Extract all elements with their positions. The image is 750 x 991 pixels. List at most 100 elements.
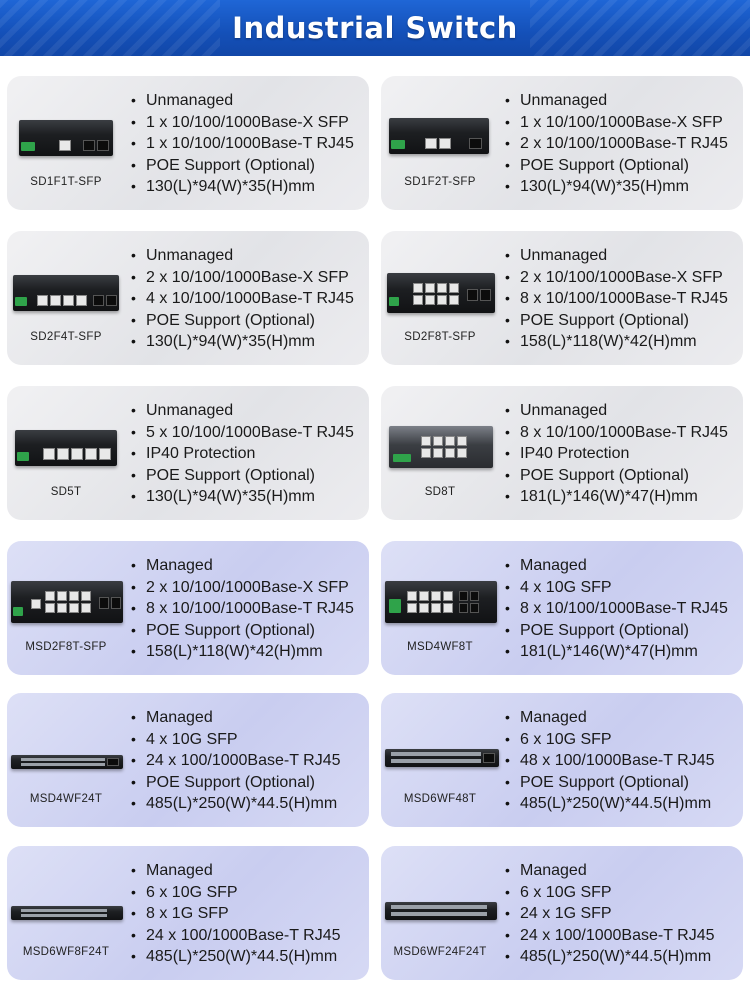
spec-item: •181(L)*146(W)*47(H)mm [505, 643, 698, 661]
product-model: SD8T [424, 486, 456, 498]
product-model: MSD2F8T-SFP [25, 641, 107, 653]
spec-item: •130(L)*94(W)*35(H)mm [131, 488, 315, 506]
spec-item: •Unmanaged [131, 92, 234, 109]
spec-item: •8 x 10/100/1000Base-T RJ45 [505, 423, 728, 441]
product-card[interactable]: SD5T •Unmanaged •5 x 10/100/1000Base-T R… [7, 386, 369, 520]
product-image [381, 386, 499, 520]
product-image [7, 76, 125, 210]
product-card[interactable]: MSD4WF8T •Managed •4 x 10G SFP •8 x 10/1… [381, 541, 743, 675]
product-image [7, 541, 125, 675]
spec-item: •6 x 10G SFP [131, 883, 238, 901]
product-model: SD2F4T-SFP [30, 331, 102, 343]
spec-item: •Unmanaged [131, 402, 234, 419]
product-model: MSD6WF8F24T [22, 946, 110, 958]
product-card[interactable]: SD1F1T-SFP •Unmanaged •1 x 10/100/1000Ba… [7, 76, 369, 210]
product-card[interactable]: MSD6WF48T •Managed •6 x 10G SFP •48 x 10… [381, 693, 743, 827]
spec-item: •POE Support (Optional) [505, 156, 689, 174]
spec-item: •POE Support (Optional) [131, 311, 315, 329]
product-card[interactable]: MSD2F8T-SFP •Managed •2 x 10/100/1000Bas… [7, 541, 369, 675]
spec-item: •8 x 1G SFP [131, 905, 229, 923]
spec-item: •POE Support (Optional) [131, 773, 315, 791]
spec-item: •Managed [131, 862, 213, 879]
spec-item: •4 x 10G SFP [505, 578, 612, 596]
spec-item: •POE Support (Optional) [505, 311, 689, 329]
spec-list: •Unmanaged •5 x 10/100/1000Base-T RJ45 •… [131, 400, 354, 508]
product-card[interactable]: MSD6WF24F24T •Managed •6 x 10G SFP •24 x… [381, 846, 743, 980]
product-image [7, 693, 125, 827]
product-image [7, 231, 125, 365]
product-image [381, 541, 499, 675]
product-card[interactable]: SD1F2T-SFP •Unmanaged •1 x 10/100/1000Ba… [381, 76, 743, 210]
spec-item: •24 x 100/1000Base-T RJ45 [131, 752, 341, 770]
spec-item: •8 x 10/100/1000Base-T RJ45 [131, 600, 354, 618]
product-model: SD1F2T-SFP [404, 176, 476, 188]
spec-list: •Unmanaged •2 x 10/100/1000Base-X SFP •4… [131, 245, 354, 353]
spec-list: •Managed •2 x 10/100/1000Base-X SFP •8 x… [131, 555, 354, 663]
product-model: MSD4WF24T [29, 793, 103, 805]
spec-list: •Unmanaged •1 x 10/100/1000Base-X SFP •1… [131, 90, 354, 198]
spec-list: •Managed •6 x 10G SFP •48 x 100/1000Base… [505, 707, 715, 815]
spec-list: •Unmanaged •2 x 10/100/1000Base-X SFP •8… [505, 245, 728, 353]
spec-item: •1 x 10/100/1000Base-X SFP [505, 113, 723, 131]
spec-list: •Managed •4 x 10G SFP •8 x 10/100/1000Ba… [505, 555, 728, 663]
spec-item: •485(L)*250(W)*44.5(H)mm [131, 948, 338, 966]
spec-item: •1 x 10/100/1000Base-T RJ45 [131, 135, 354, 153]
spec-item: •POE Support (Optional) [131, 156, 315, 174]
spec-item: •2 x 10/100/1000Base-X SFP [131, 578, 349, 596]
spec-item: •Unmanaged [505, 247, 608, 264]
product-image [7, 846, 125, 980]
spec-item: •24 x 100/1000Base-T RJ45 [131, 926, 341, 944]
spec-item: •485(L)*250(W)*44.5(H)mm [505, 948, 712, 966]
product-card[interactable]: SD2F4T-SFP •Unmanaged •2 x 10/100/1000Ba… [7, 231, 369, 365]
spec-list: •Managed •6 x 10G SFP •24 x 1G SFP •24 x… [505, 860, 715, 968]
spec-item: •6 x 10G SFP [505, 730, 612, 748]
product-card[interactable]: MSD6WF8F24T •Managed •6 x 10G SFP •8 x 1… [7, 846, 369, 980]
spec-list: •Unmanaged •1 x 10/100/1000Base-X SFP •2… [505, 90, 728, 198]
spec-item: •Managed [131, 557, 213, 574]
spec-item: •2 x 10/100/1000Base-X SFP [505, 268, 723, 286]
spec-item: •POE Support (Optional) [131, 466, 315, 484]
spec-item: •4 x 10G SFP [131, 730, 238, 748]
spec-item: •Unmanaged [131, 247, 234, 264]
spec-item: •130(L)*94(W)*35(H)mm [131, 178, 315, 196]
product-model: SD1F1T-SFP [30, 176, 102, 188]
spec-item: •24 x 100/1000Base-T RJ45 [505, 926, 715, 944]
spec-item: •6 x 10G SFP [505, 883, 612, 901]
spec-item: •POE Support (Optional) [131, 621, 315, 639]
spec-item: •POE Support (Optional) [505, 773, 689, 791]
product-image [7, 386, 125, 520]
spec-item: •Managed [131, 709, 213, 726]
product-card[interactable]: MSD4WF24T •Managed •4 x 10G SFP •24 x 10… [7, 693, 369, 827]
spec-item: •48 x 100/1000Base-T RJ45 [505, 752, 715, 770]
spec-item: •POE Support (Optional) [505, 466, 689, 484]
spec-item: •IP40 Protection [505, 445, 630, 463]
spec-list: •Unmanaged •8 x 10/100/1000Base-T RJ45 •… [505, 400, 728, 508]
product-image [381, 846, 499, 980]
spec-item: •130(L)*94(W)*35(H)mm [131, 333, 315, 351]
spec-item: •2 x 10/100/1000Base-T RJ45 [505, 135, 728, 153]
product-image [381, 231, 499, 365]
spec-item: •8 x 10/100/1000Base-T RJ45 [505, 290, 728, 308]
spec-item: •4 x 10/100/1000Base-T RJ45 [131, 290, 354, 308]
product-card[interactable]: SD2F8T-SFP •Unmanaged •2 x 10/100/1000Ba… [381, 231, 743, 365]
product-card[interactable]: SD8T •Unmanaged •8 x 10/100/1000Base-T R… [381, 386, 743, 520]
spec-item: •IP40 Protection [131, 445, 256, 463]
spec-item: •5 x 10/100/1000Base-T RJ45 [131, 423, 354, 441]
spec-item: •Unmanaged [505, 402, 608, 419]
spec-item: •24 x 1G SFP [505, 905, 612, 923]
spec-item: •158(L)*118(W)*42(H)mm [131, 643, 323, 661]
product-model: SD2F8T-SFP [404, 331, 476, 343]
spec-item: •1 x 10/100/1000Base-X SFP [131, 113, 349, 131]
spec-list: •Managed •6 x 10G SFP •8 x 1G SFP •24 x … [131, 860, 341, 968]
product-image [381, 693, 499, 827]
spec-item: •485(L)*250(W)*44.5(H)mm [505, 795, 712, 813]
product-model: MSD6WF48T [403, 793, 477, 805]
spec-item: •130(L)*94(W)*35(H)mm [505, 178, 689, 196]
spec-item: •Managed [505, 862, 587, 879]
spec-item: •2 x 10/100/1000Base-X SFP [131, 268, 349, 286]
spec-list: •Managed •4 x 10G SFP •24 x 100/1000Base… [131, 707, 341, 815]
product-image [381, 76, 499, 210]
product-model: SD5T [50, 486, 82, 498]
spec-item: •Unmanaged [505, 92, 608, 109]
spec-item: •POE Support (Optional) [505, 621, 689, 639]
